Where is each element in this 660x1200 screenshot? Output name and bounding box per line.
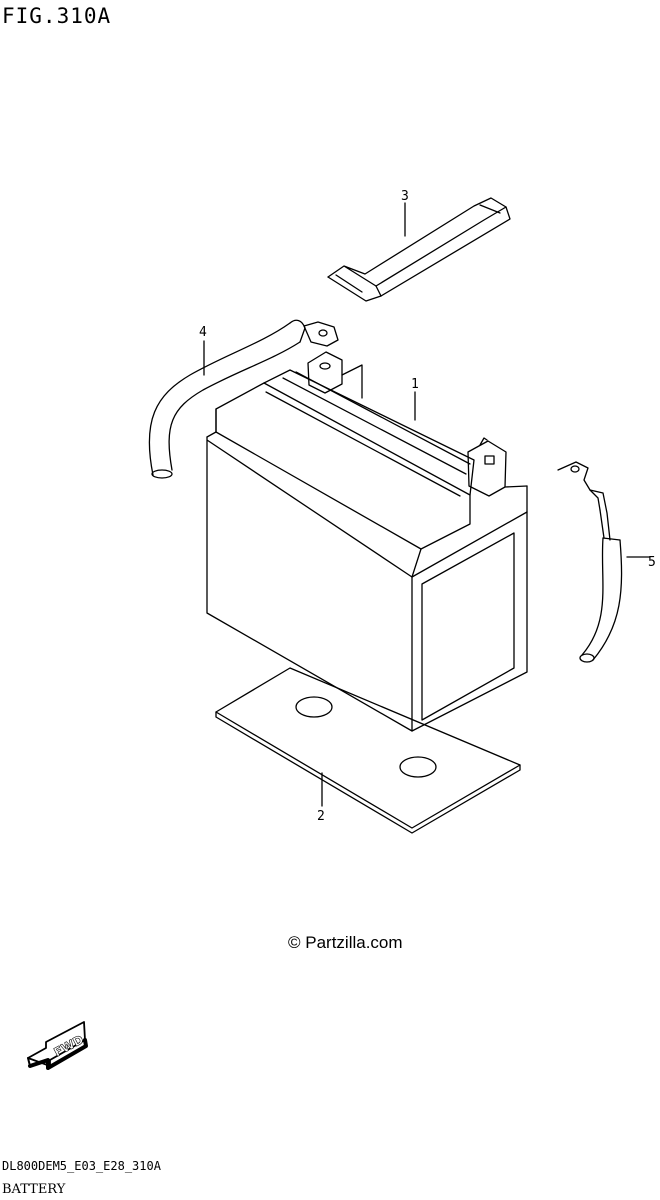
- diagram-caption: BATTERY: [2, 1182, 66, 1197]
- part-label-2[interactable]: 2: [317, 809, 325, 824]
- diagram-code: DL800DEM5_E03_E28_310A: [2, 1159, 161, 1173]
- negative-cable[interactable]: [557, 461, 623, 663]
- battery-strap[interactable]: [327, 197, 511, 302]
- fwd-arrow-icon: [27, 1021, 88, 1070]
- part-label-1[interactable]: 1: [411, 377, 419, 392]
- part-label-3[interactable]: 3: [401, 189, 409, 204]
- figure-title: FIG.310A: [2, 4, 112, 28]
- battery-tray[interactable]: [215, 667, 521, 834]
- battery[interactable]: [206, 351, 528, 732]
- positive-cable[interactable]: [148, 319, 339, 479]
- copyright-watermark: © Partzilla.com: [288, 933, 403, 952]
- part-label-4[interactable]: 4: [199, 325, 207, 340]
- part-label-5[interactable]: 5: [648, 555, 656, 570]
